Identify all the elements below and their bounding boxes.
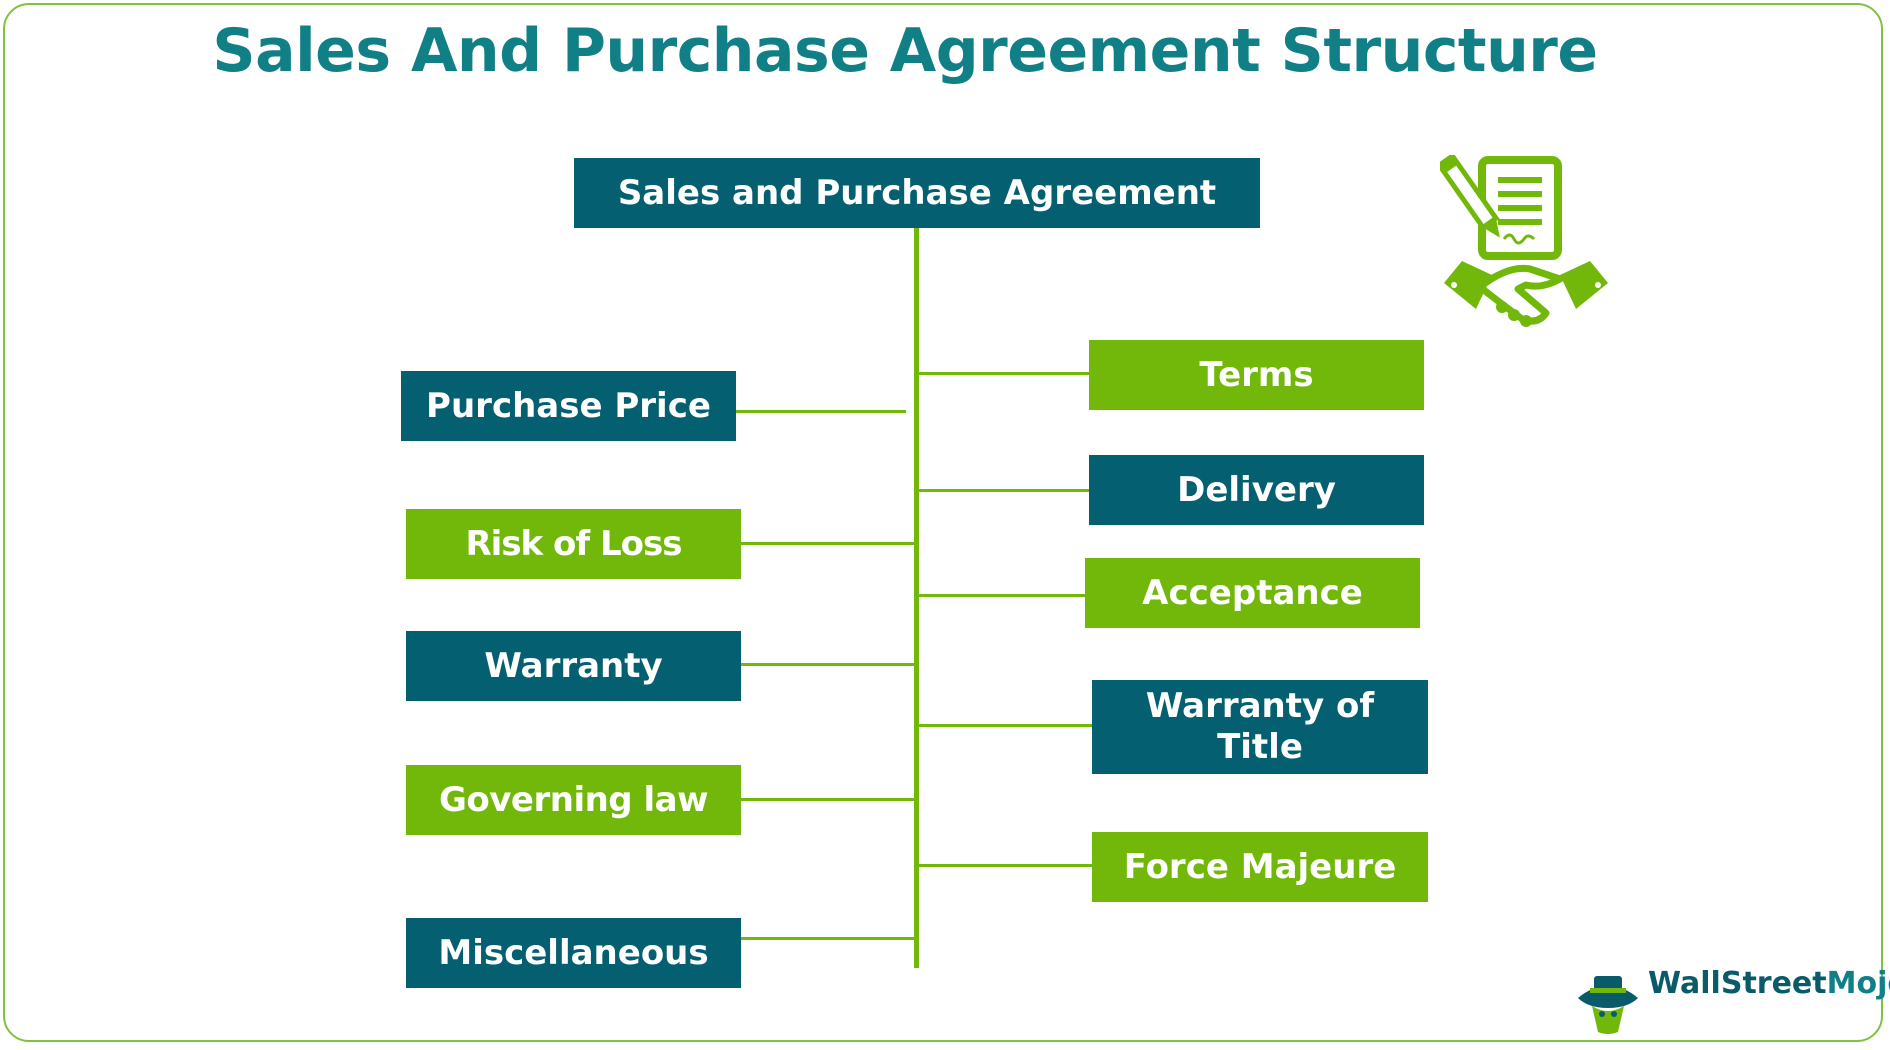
connector-miscellaneous <box>740 937 916 940</box>
connector-warranty <box>740 663 916 666</box>
node-warranty: Warranty <box>406 631 741 701</box>
brand-wordmark: WallStreetMojo <box>1648 966 1890 1001</box>
connector-governing-law <box>740 798 916 801</box>
connector-delivery <box>918 489 1090 492</box>
node-purchase-price: Purchase Price <box>401 371 736 441</box>
root-node: Sales and Purchase Agreement <box>574 158 1260 228</box>
node-warranty-of-title: Warranty of Title <box>1092 680 1428 774</box>
connector-force-majeure <box>918 864 1092 867</box>
node-governing-law: Governing law <box>406 765 741 835</box>
diagram-title: Sales And Purchase Agreement Structure <box>212 16 1598 86</box>
node-force-majeure: Force Majeure <box>1092 832 1428 902</box>
node-acceptance: Acceptance <box>1085 558 1420 628</box>
contract-signing-icon <box>1435 152 1612 330</box>
connector-warranty-of-title <box>918 724 1092 727</box>
node-terms: Terms <box>1089 340 1424 410</box>
connector-acceptance <box>918 594 1086 597</box>
brand-wordmark-part1: WallStreet <box>1648 966 1827 1001</box>
connector-terms <box>918 372 1090 375</box>
node-delivery: Delivery <box>1089 455 1424 525</box>
node-risk-of-loss: Risk of Loss <box>406 509 741 579</box>
brand-wordmark-part2: Mojo <box>1826 966 1890 1001</box>
node-miscellaneous: Miscellaneous <box>406 918 741 988</box>
connector-risk-of-loss <box>740 542 916 545</box>
connector-purchase-price <box>733 410 906 413</box>
wallstreetmojo-logo-icon <box>1576 970 1640 1036</box>
vertical-trunk-line <box>914 228 919 968</box>
